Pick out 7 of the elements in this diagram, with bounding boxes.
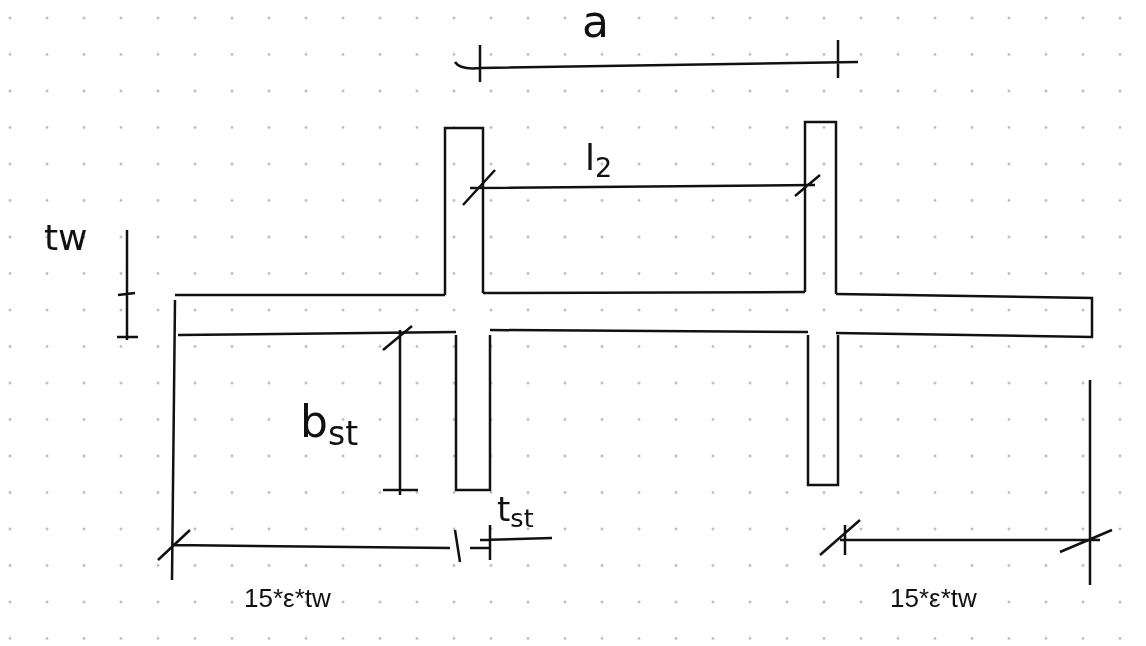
dimension-label: b$_{st}$ xyxy=(300,400,359,444)
dimension-label: a xyxy=(582,0,609,44)
dimension-label: tw xyxy=(44,220,88,256)
dimension-label: 15*ε*tw xyxy=(244,585,331,611)
dimension-label: 15*ε*tw xyxy=(890,585,977,611)
dimension-label: l$_{2}$ xyxy=(585,140,613,176)
dimension-label: t$_{st}$ xyxy=(497,492,534,526)
